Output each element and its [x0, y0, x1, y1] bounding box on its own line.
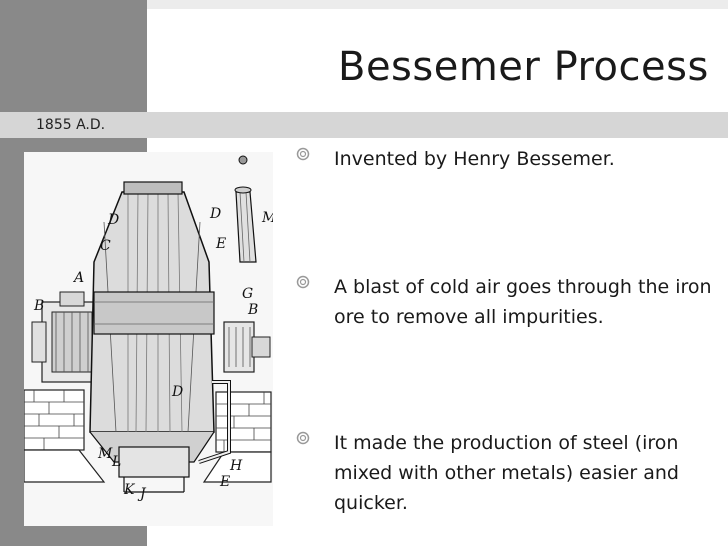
- figure-label: B: [247, 302, 258, 318]
- figure-label: E: [215, 236, 226, 252]
- top-accent-strip: [147, 0, 728, 9]
- air-pipe: [198, 380, 231, 464]
- brick-foundation-right: [202, 391, 272, 483]
- date-bar: [0, 112, 728, 138]
- figure-label: A: [72, 270, 84, 286]
- bullet-text: Invented by Henry Bessemer.: [334, 148, 615, 170]
- figure-label: M: [97, 446, 113, 462]
- converter-drawing: D D C E M A B G B D M L H E K J: [24, 155, 273, 502]
- slide-title: Bessemer Process: [338, 44, 709, 90]
- bullet-text: A blast of cold air goes through the iro…: [334, 276, 712, 328]
- right-trunnion: [223, 321, 271, 373]
- bessemer-converter-illustration: D D C E M A B G B D M L H E K J: [24, 152, 273, 526]
- figure-label: K: [123, 482, 136, 498]
- bullet-list: Invented by Henry Bessemer. A blast of c…: [296, 0, 716, 546]
- figure-label: D: [107, 212, 119, 228]
- figure-label: H: [229, 458, 243, 474]
- figure-label: C: [100, 238, 111, 254]
- figure-label: J: [137, 486, 147, 502]
- ring-bullet-icon: [296, 431, 310, 445]
- figure-label: G: [242, 286, 253, 302]
- ring-bullet-icon: [296, 275, 310, 289]
- ladle-nozzle: [234, 155, 257, 263]
- figure-label: D: [171, 384, 183, 400]
- date-label: 1855 A.D.: [36, 117, 106, 133]
- figure-label: B: [33, 298, 44, 314]
- figure-label: M: [261, 210, 273, 226]
- brick-foundation-left: [24, 389, 106, 483]
- figure-label: D: [209, 206, 221, 222]
- figure-label: E: [219, 474, 230, 490]
- ring-bullet-icon: [296, 147, 310, 161]
- figure-label: L: [111, 454, 121, 470]
- converter-vessel: [89, 181, 215, 493]
- bullet-text: It made the production of steel (iron mi…: [334, 432, 679, 514]
